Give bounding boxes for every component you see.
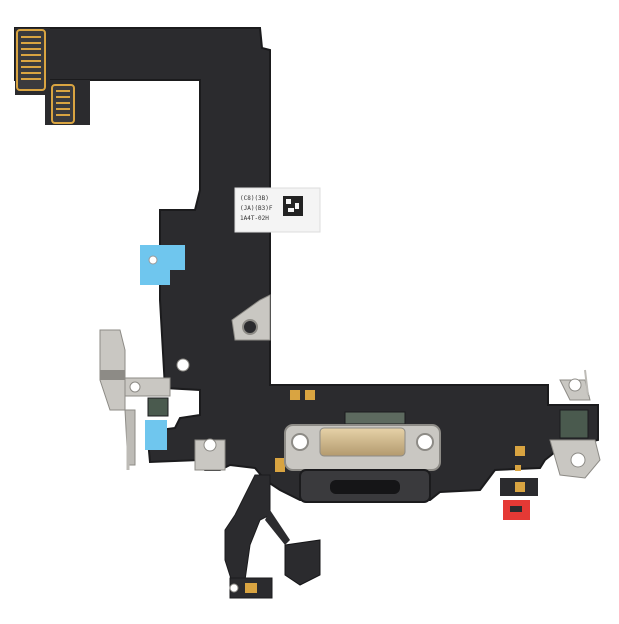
board-connector-top: [16, 29, 46, 91]
red-tab: [500, 478, 538, 520]
lower-flex-tail: [224, 474, 273, 599]
serial-sticker: (C8)(3B) (JA)(B3)F 1A4T-02H: [234, 187, 321, 233]
metal-bracket-center-left: [176, 358, 226, 471]
circuit-chips: [147, 397, 589, 439]
metal-spring-right: [584, 369, 589, 396]
charging-port: [284, 424, 441, 503]
sticker-line-1: (C8)(3B): [240, 195, 269, 202]
sticker-line-3: 1A4T-02H: [240, 215, 269, 222]
blue-tape-upper: [140, 245, 185, 285]
blue-tape-lower: [145, 420, 167, 450]
metal-bracket-mid: [231, 294, 271, 341]
board-connector-small: [51, 84, 75, 124]
metal-bracket-right: [549, 378, 601, 479]
sticker-line-2: (JA)(B3)F: [240, 205, 273, 212]
mounting-hole: [148, 255, 158, 265]
microphone-boot: [265, 510, 321, 586]
metal-bracket-left: [99, 329, 171, 466]
